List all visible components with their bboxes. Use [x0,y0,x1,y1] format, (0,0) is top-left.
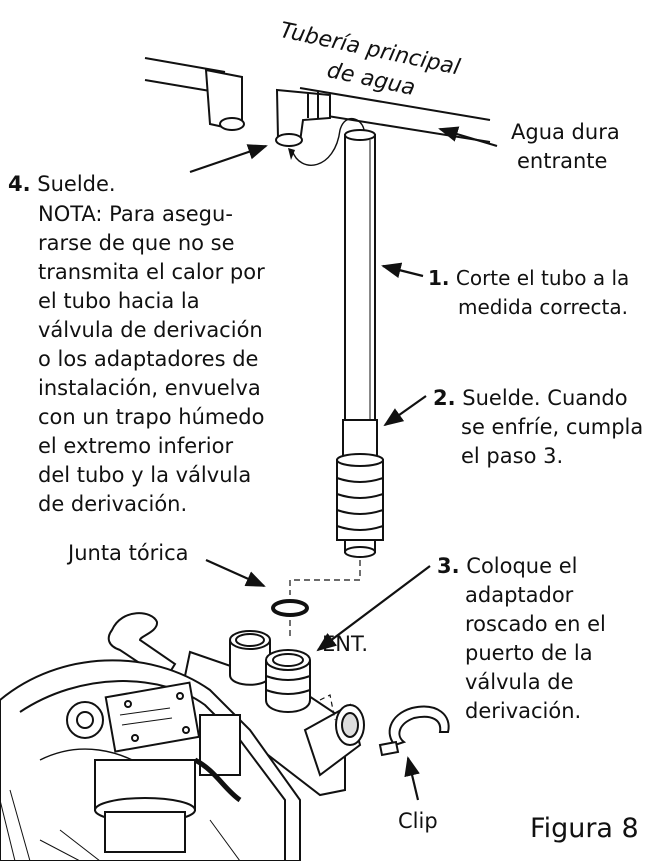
step1-line1: 1. Corte el tubo a la [428,266,630,290]
clip-part [378,705,450,757]
step3-line: adaptador [465,583,574,607]
step2-line3: el paso 3. [461,444,564,468]
step3-line: derivación. [465,699,582,723]
step4-note-line: de derivación. [38,492,188,516]
bypass-valve [107,612,365,797]
threaded-adapter [336,419,384,558]
step2-number: 2. [433,386,456,410]
step4-note-line: instalación, envuelva [38,376,261,400]
solder-lead-line [291,118,365,166]
o-ring [271,599,309,617]
inlet-port-label: ENT. [322,632,368,656]
step3-line1: 3. Coloque el [437,554,578,578]
softener-control-head [0,659,301,861]
step4-number: 4. [8,172,31,196]
step4-note-line: NOTA: Para asegu- [38,202,233,226]
clip-label: Clip [398,809,438,833]
step3-line: válvula de [465,670,574,694]
o-ring-label: Junta tórica [68,541,189,565]
callout-arrows [189,126,498,801]
step4-note-line: rarse de que no se [38,231,235,255]
step3-line: roscado en el [465,612,606,636]
step4-note-line: transmita el calor por [38,260,265,284]
figure-label: Figura 8 [530,813,639,844]
step3-line: puerto de la [465,641,593,665]
main-water-pipe [144,57,491,147]
step2-line1: 2. Suelde. Cuando [433,386,628,410]
copper-tube [344,129,376,426]
step4-note-line: del tubo y la válvula [38,463,252,487]
step4-note-line: con un trapo húmedo [38,405,265,429]
step4-title: Suelde. [37,172,116,196]
step2-line2: se enfríe, cumpla [461,415,644,439]
step3-number: 3. [437,554,460,578]
step4-heading: 4. Suelde. [8,171,116,198]
hard-water-label-line1: Agua dura [511,120,620,144]
step1-line2: medida correcta. [458,295,628,319]
step4-note-line: el tubo hacia la [38,289,200,313]
step4-note-line: válvula de derivación [38,318,263,342]
alignment-guide [289,560,361,636]
step1-number: 1. [428,266,450,290]
step4-note-line: el extremo inferior [38,434,234,458]
hard-water-label-line2: entrante [517,149,608,173]
step4-note-line: o los adaptadores de [38,347,259,371]
